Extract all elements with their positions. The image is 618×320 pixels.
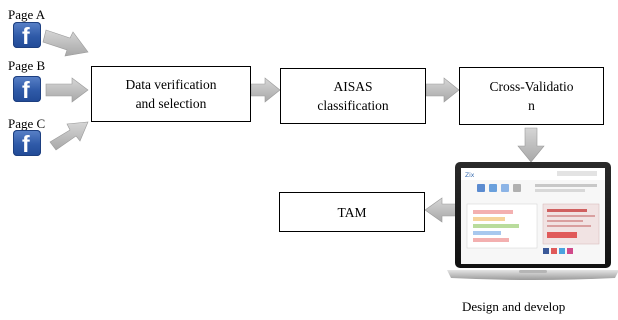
data-verification-box: Data verification and selection: [91, 66, 251, 122]
cross-validation-line2: n: [528, 98, 535, 113]
arrow-to-design: [517, 127, 545, 163]
arrow-to-aisas: [250, 77, 281, 103]
tam-box: TAM: [279, 192, 425, 232]
design-and-develop-caption: Design and develop: [462, 299, 566, 314]
aisas-line1: AISAS: [333, 79, 373, 94]
arrow-page-c: [49, 121, 89, 151]
aisas-line2: classification: [317, 98, 389, 113]
facebook-icon: f: [13, 22, 41, 49]
data-verification-line2: and selection: [135, 96, 207, 111]
source-label-page-c: Page C: [8, 116, 46, 131]
cross-validation-box: Cross-Validatio n: [459, 67, 604, 125]
arrow-page-a: [42, 29, 89, 57]
arrow-to-cross-validation: [425, 77, 460, 103]
facebook-icon: f: [13, 130, 41, 157]
arrow-page-b: [45, 77, 89, 103]
data-verification-line1: Data verification: [125, 77, 217, 92]
facebook-icon: f: [13, 76, 41, 103]
tam-label: TAM: [337, 204, 367, 220]
cross-validation-line1: Cross-Validatio: [489, 79, 574, 94]
source-label-page-a: Page A: [8, 7, 46, 22]
aisas-classification-box: AISAS classification: [280, 68, 426, 124]
source-label-page-b: Page B: [8, 58, 46, 73]
laptop-image: Zix: [447, 162, 618, 280]
arrow-to-tam: [424, 197, 457, 223]
svg-text:Zix: Zix: [465, 172, 475, 179]
